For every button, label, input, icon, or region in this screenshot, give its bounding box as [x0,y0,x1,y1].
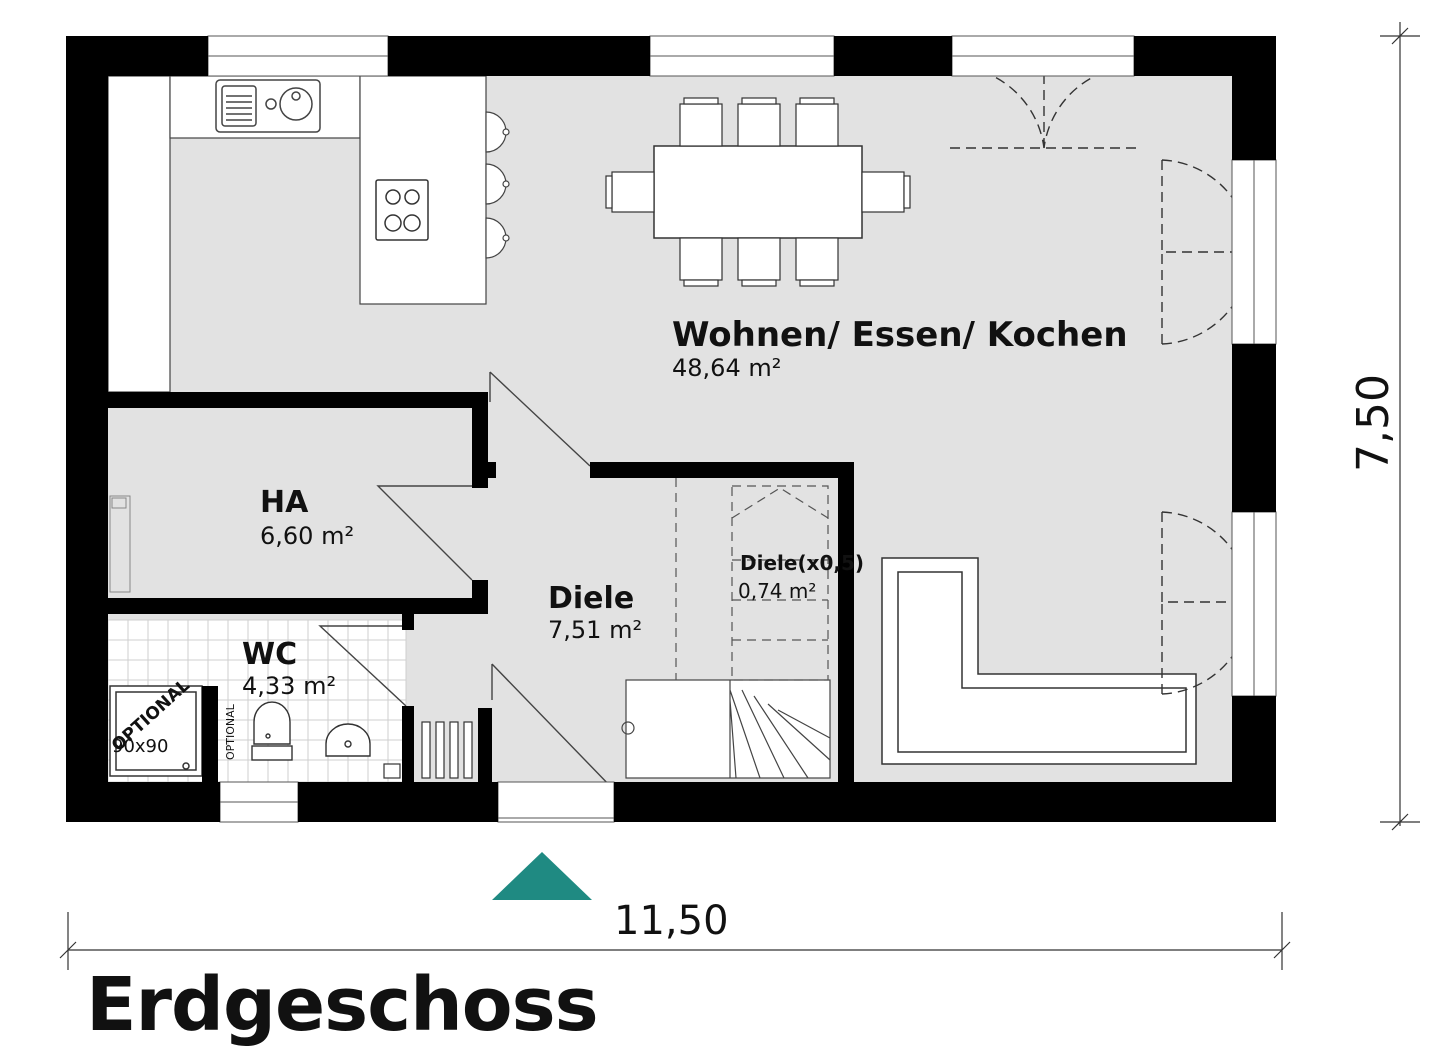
shower-tray [109,685,203,777]
room-area-diele-stair: 0,74 m² [738,579,816,603]
room-area-diele: 7,51 m² [548,616,642,644]
windows [207,35,1277,823]
room-label-wc: WC [242,637,297,672]
room-label-ha: HA [260,485,309,520]
sofa [881,557,1197,765]
walls [66,36,1276,822]
shower-size-label: 90x90 [112,736,168,757]
stair-upper-dashed [675,478,829,681]
door-swings [318,371,615,791]
sink-icon [215,79,321,133]
plan-title: Erdgeschoss [86,962,599,1048]
radiator [383,721,473,779]
room-area-ha: 6,60 m² [260,522,354,550]
entrance-arrow-icon [492,852,592,900]
toilet-icon [251,701,293,761]
dining-table [653,145,863,239]
room-area-wc: 4,33 m² [242,672,336,700]
boiler-icon [109,495,131,593]
room-label-diele: Diele [548,581,634,616]
room-label-living: Wohnen/ Essen/ Kochen [672,315,1128,355]
dimension-lines [59,22,1420,970]
room-area-living: 48,64 m² [672,354,781,382]
dimension-depth: 7,50 [1348,374,1399,472]
optional-small-label: OPTIONAL [224,703,237,760]
dimension-width: 11,50 [614,898,729,944]
washbasin-icon [325,723,371,757]
staircase [621,679,831,779]
room-label-diele-stair: Diele(x0,5) [740,551,864,575]
cooktop-icon [375,179,429,241]
dining-chairs [605,97,911,287]
bar-stools [485,111,510,259]
